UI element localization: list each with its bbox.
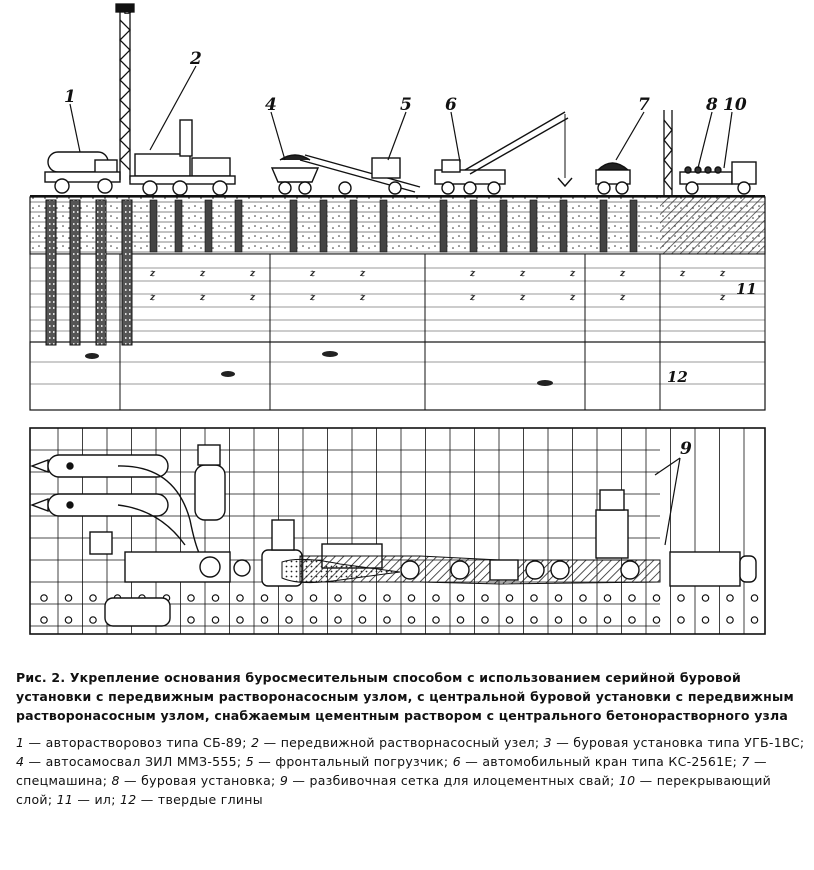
callout-9: 9 — [680, 439, 692, 459]
svg-text:z: z — [249, 293, 256, 303]
legend-number: 11 — [56, 792, 74, 807]
legend-entry: 4 — автосамосвал ЗИЛ ММЗ-555; — [16, 754, 246, 769]
side-elevation: z z z z z z z z z z z z z z z z z z z z z — [29, 3, 766, 411]
legend-text: — буровая установка типа УГБ-1ВС; — [551, 735, 805, 750]
caption-title: Рис. 2. Укрепление основания буросмесите… — [16, 670, 794, 723]
pile-grid-points — [40, 594, 759, 624]
svg-text:z: z — [519, 293, 526, 303]
legend-text: — перекрывающий слой; — [16, 773, 772, 807]
svg-text:z: z — [679, 269, 686, 279]
svg-text:z: z — [569, 293, 576, 303]
covering-layer — [660, 197, 765, 254]
svg-text:z: z — [569, 269, 576, 279]
legend-text: — разбивочная сетка для илоцементных сва… — [288, 773, 619, 788]
callout-5: 5 — [400, 95, 412, 115]
svg-text:z: z — [719, 293, 726, 303]
legend-number: 5 — [245, 754, 254, 769]
callout-7: 7 — [638, 95, 650, 115]
legend-entry: 3 — буровая установка типа УГБ-1ВС; — [544, 735, 805, 750]
legend-entry: 7 — спецмашина; — [16, 754, 767, 788]
legend-number: 8 — [111, 773, 120, 788]
special-machine — [595, 162, 631, 195]
front-loader — [299, 154, 421, 195]
legend-number: 3 — [543, 735, 552, 750]
svg-text:z: z — [719, 269, 726, 279]
legend-entry: 2 — передвижной растворнасосный узел; — [251, 735, 544, 750]
callout-2: 2 — [189, 49, 202, 69]
legend-text: — буровая установка; — [119, 773, 280, 788]
mortar-pump-unit — [129, 119, 236, 196]
callout-labels: 1 2 3 4 5 6 7 8 9 10 11 12 — [64, 3, 757, 459]
flatbed-truck — [679, 161, 757, 195]
legend-entry: 11 — ил; — [57, 792, 120, 807]
concrete-mixer-truck — [44, 151, 121, 194]
legend-number: 10 — [618, 773, 636, 788]
legend-number: 9 — [279, 773, 289, 788]
drilling-rig-right — [663, 110, 673, 196]
legend-number: 1 — [16, 735, 25, 750]
legend-entry: 12 — твердые глины — [120, 792, 263, 807]
dump-truck — [270, 154, 320, 195]
svg-text:z: z — [619, 269, 626, 279]
legend-text: — автомобильный кран типа КС-2561Е; — [461, 754, 742, 769]
legend-text: — автосамосвал ЗИЛ ММЗ-555; — [24, 754, 246, 769]
hard-clay-layer — [29, 341, 766, 411]
callout-1: 1 — [64, 87, 76, 107]
svg-text:z: z — [619, 293, 626, 303]
callout-3: 3 — [124, 3, 133, 18]
svg-text:z: z — [469, 269, 476, 279]
technical-figure: z z z z z z z z z z z z z z z z z z z z z — [29, 3, 766, 635]
legend-entry: 5 — фронтальный погрузчик; — [246, 754, 453, 769]
callout-6: 6 — [445, 95, 457, 115]
topsoil-layer — [29, 196, 766, 255]
callout-11: 11 — [736, 280, 757, 298]
legend-text: — спецмашина; — [16, 754, 767, 788]
legend-text: — ил; — [73, 792, 120, 807]
legend-number: 6 — [452, 754, 461, 769]
legend-text: — твердые глины — [136, 792, 263, 807]
work-route — [299, 555, 661, 585]
drilling-mast — [115, 3, 135, 180]
caption-legend: 1 — авторастворовоз типа СБ-89; 2 — пере… — [16, 733, 806, 809]
svg-text:z: z — [149, 269, 156, 279]
callout-8: 8 — [705, 95, 718, 115]
plan-tanker-trucks — [30, 444, 226, 627]
legend-entry: 8 — буровая установка; — [112, 773, 280, 788]
legend-text: — авторастворовоз типа СБ-89; — [24, 735, 252, 750]
figure-caption: Рис. 2. Укрепление основания буросмесите… — [16, 668, 806, 809]
svg-text:z: z — [359, 293, 366, 303]
svg-text:z: z — [249, 269, 256, 279]
callout-4: 4 — [265, 95, 277, 115]
plan-view — [29, 427, 766, 635]
truck-crane — [434, 111, 573, 195]
legend-entry: 9 — разбивочная сетка для илоцементных с… — [280, 773, 619, 788]
legend-text: — фронтальный погрузчик; — [253, 754, 453, 769]
legend-entry: 1 — авторастворовоз типа СБ-89; — [16, 735, 251, 750]
svg-text:z: z — [149, 293, 156, 303]
legend-number: 2 — [251, 735, 260, 750]
callout-10: 10 — [723, 95, 747, 115]
legend-entry: 6 — автомобильный кран типа КС-2561Е; — [453, 754, 742, 769]
svg-text:z: z — [309, 269, 316, 279]
legend-entry: 10 — перекрывающий слой; — [16, 773, 771, 807]
soil-cement-piles — [45, 199, 133, 346]
svg-text:z: z — [519, 269, 526, 279]
svg-text:z: z — [469, 293, 476, 303]
svg-text:z: z — [359, 269, 366, 279]
legend-text: — передвижной растворнасосный узел; — [259, 735, 544, 750]
callout-12: 12 — [667, 368, 688, 386]
legend-number: 4 — [16, 754, 25, 769]
silt-layer — [29, 253, 766, 343]
svg-text:z: z — [199, 269, 206, 279]
legend-number: 12 — [120, 792, 137, 807]
legend-number: 7 — [741, 754, 750, 769]
svg-text:z: z — [309, 293, 316, 303]
svg-text:z: z — [199, 293, 206, 303]
